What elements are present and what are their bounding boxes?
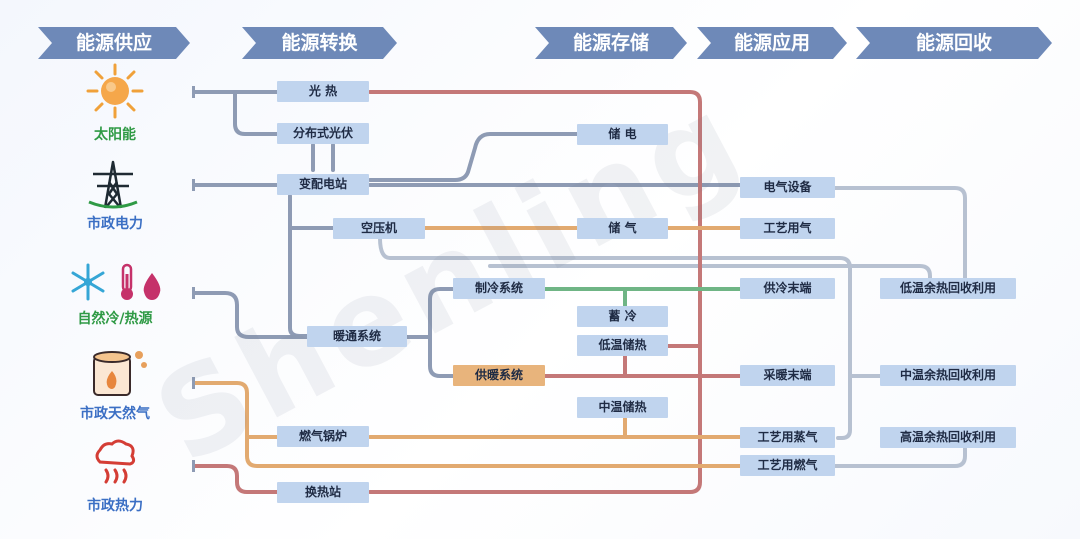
source-label-gas: 市政天然气 <box>80 406 150 422</box>
stage-header-application: 能源应用 <box>697 27 847 59</box>
stage-header-storage: 能源存储 <box>535 27 687 59</box>
node-process-gas: 工艺用燃气 <box>740 455 835 476</box>
source-label-natural: 自然冷/热源 <box>77 311 153 327</box>
power-tower-icon <box>88 160 138 209</box>
node-process-air: 工艺用气 <box>740 218 835 239</box>
node-compressor: 空压机 <box>333 218 425 239</box>
node-mid-heat-store: 中温储热 <box>577 397 668 418</box>
node-low-heat-store: 低温储热 <box>577 335 668 356</box>
node-heating-system: 供暖系统 <box>453 365 545 386</box>
source-label-heat: 市政热力 <box>87 498 143 514</box>
steam-icon <box>95 439 136 484</box>
droplet-icon <box>143 273 161 300</box>
node-high-recovery: 高温余热回收利用 <box>880 427 1016 448</box>
node-guangre: 光 热 <box>277 81 369 102</box>
source-label-grid: 市政电力 <box>87 216 143 232</box>
snowflake-icon <box>71 263 105 301</box>
node-heating-end: 采暖末端 <box>740 365 835 386</box>
gas-tank-icon <box>93 351 147 396</box>
node-boiler: 燃气锅炉 <box>277 426 369 447</box>
node-exchange: 换热站 <box>277 482 369 503</box>
node-low-recovery: 低温余热回收利用 <box>880 278 1016 299</box>
node-cooling-end: 供冷末端 <box>740 278 835 299</box>
thermometer-icon <box>121 263 133 300</box>
source-label-solar: 太阳能 <box>94 127 136 143</box>
node-substation: 变配电站 <box>277 174 369 195</box>
node-cooling-system: 制冷系统 <box>453 278 545 299</box>
stage-header-recovery: 能源回收 <box>856 27 1052 59</box>
stage-header-conversion: 能源转换 <box>242 27 397 59</box>
sun-icon <box>86 63 144 119</box>
node-hvac: 暖通系统 <box>307 326 407 347</box>
node-pv: 分布式光伏 <box>277 123 369 144</box>
node-gas-store: 储 气 <box>577 218 668 239</box>
node-cold-store: 蓄 冷 <box>577 306 668 327</box>
stage-header-supply: 能源供应 <box>38 27 190 59</box>
node-mid-recovery: 中温余热回收利用 <box>880 365 1016 386</box>
node-battery: 储 电 <box>577 124 668 145</box>
node-process-steam: 工艺用蒸气 <box>740 427 835 448</box>
node-electric-equipment: 电气设备 <box>740 177 835 198</box>
